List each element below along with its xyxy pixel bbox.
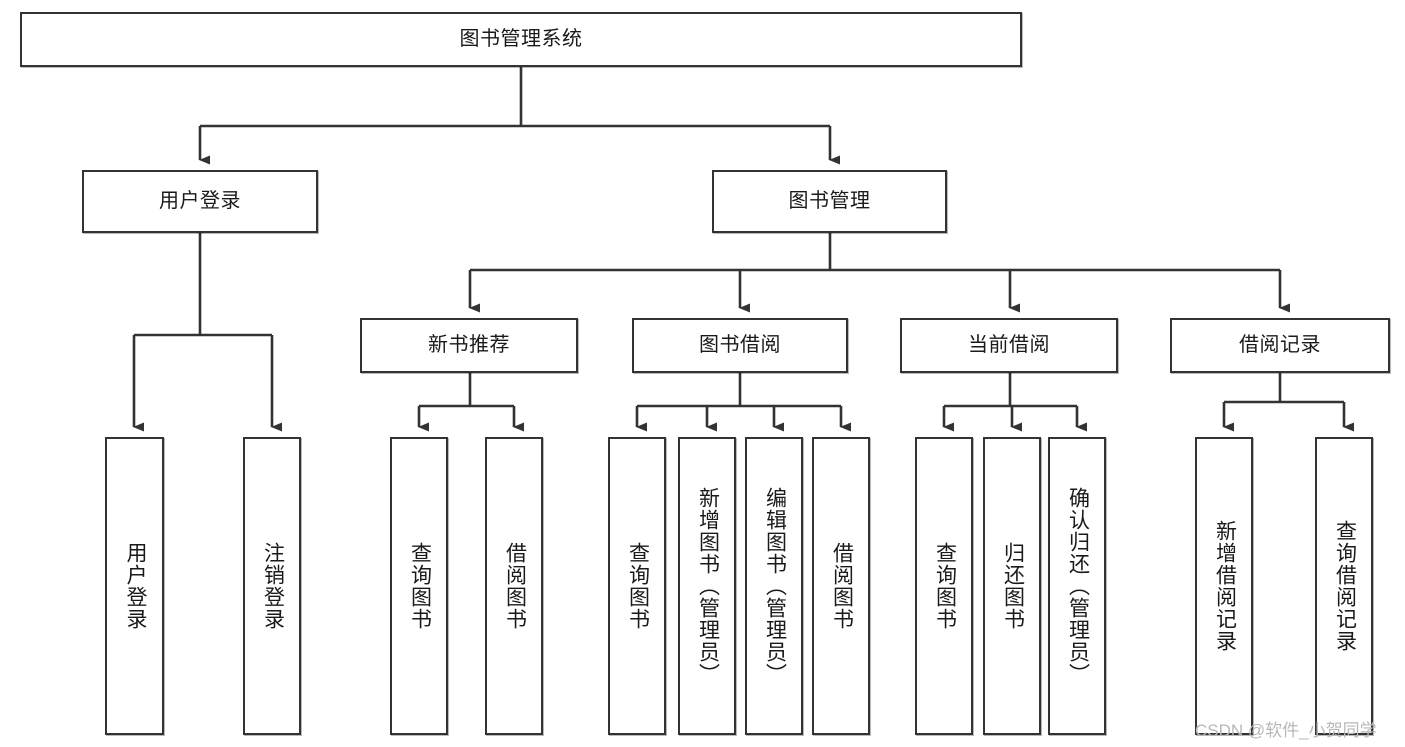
node-leaf-borrow-book-2[interactable]: 借阅图书 bbox=[812, 437, 870, 735]
node-leaf-query-book-1[interactable]: 查询图书 bbox=[390, 437, 448, 735]
node-leaf-confirm-return-admin-label: 确认归还（管理员） bbox=[1066, 487, 1090, 685]
node-leaf-add-book-admin-label: 新增图书（管理员） bbox=[696, 487, 720, 685]
node-book-manage[interactable]: 图书管理 bbox=[712, 170, 947, 233]
node-leaf-borrow-book-2-label: 借阅图书 bbox=[830, 542, 854, 630]
node-root-label: 图书管理系统 bbox=[459, 28, 583, 50]
node-leaf-logout-login-label: 注销登录 bbox=[261, 542, 285, 630]
node-leaf-query-book-3[interactable]: 查询图书 bbox=[915, 437, 973, 735]
node-leaf-query-borrow-record-label: 查询借阅记录 bbox=[1333, 520, 1357, 652]
node-leaf-query-book-2[interactable]: 查询图书 bbox=[608, 437, 666, 735]
node-leaf-logout-login[interactable]: 注销登录 bbox=[243, 437, 301, 735]
node-leaf-borrow-book-1[interactable]: 借阅图书 bbox=[485, 437, 543, 735]
node-book-borrow-label: 图书借阅 bbox=[699, 334, 781, 356]
csdn-watermark: CSDN @软件_小贺同学 bbox=[1195, 721, 1377, 740]
node-leaf-edit-book-admin[interactable]: 编辑图书（管理员） bbox=[745, 437, 803, 735]
node-leaf-user-login[interactable]: 用户登录 bbox=[105, 437, 164, 735]
node-leaf-user-login-label: 用户登录 bbox=[123, 542, 147, 630]
node-root[interactable]: 图书管理系统 bbox=[20, 12, 1022, 67]
node-leaf-borrow-book-1-label: 借阅图书 bbox=[503, 542, 527, 630]
node-leaf-add-borrow-record-label: 新增借阅记录 bbox=[1213, 520, 1237, 652]
node-current-borrow-label: 当前借阅 bbox=[968, 334, 1050, 356]
node-user-login[interactable]: 用户登录 bbox=[82, 170, 318, 233]
node-leaf-query-book-2-label: 查询图书 bbox=[626, 542, 650, 630]
node-borrow-record[interactable]: 借阅记录 bbox=[1170, 318, 1390, 373]
node-new-book-recommend-label: 新书推荐 bbox=[428, 334, 510, 356]
node-leaf-query-borrow-record[interactable]: 查询借阅记录 bbox=[1315, 437, 1373, 735]
node-leaf-query-book-3-label: 查询图书 bbox=[933, 542, 957, 630]
node-new-book-recommend[interactable]: 新书推荐 bbox=[360, 318, 578, 373]
node-leaf-confirm-return-admin[interactable]: 确认归还（管理员） bbox=[1048, 437, 1106, 735]
node-leaf-add-book-admin[interactable]: 新增图书（管理员） bbox=[678, 437, 736, 735]
node-user-login-label: 用户登录 bbox=[159, 190, 241, 212]
node-leaf-query-book-1-label: 查询图书 bbox=[408, 542, 432, 630]
node-leaf-return-book-label: 归还图书 bbox=[1001, 542, 1025, 630]
node-borrow-record-label: 借阅记录 bbox=[1239, 334, 1321, 356]
node-book-borrow[interactable]: 图书借阅 bbox=[632, 318, 848, 373]
node-leaf-add-borrow-record[interactable]: 新增借阅记录 bbox=[1195, 437, 1253, 735]
node-leaf-edit-book-admin-label: 编辑图书（管理员） bbox=[763, 487, 787, 685]
node-current-borrow[interactable]: 当前借阅 bbox=[900, 318, 1118, 373]
node-leaf-return-book[interactable]: 归还图书 bbox=[983, 437, 1041, 735]
node-book-manage-label: 图书管理 bbox=[788, 190, 871, 212]
